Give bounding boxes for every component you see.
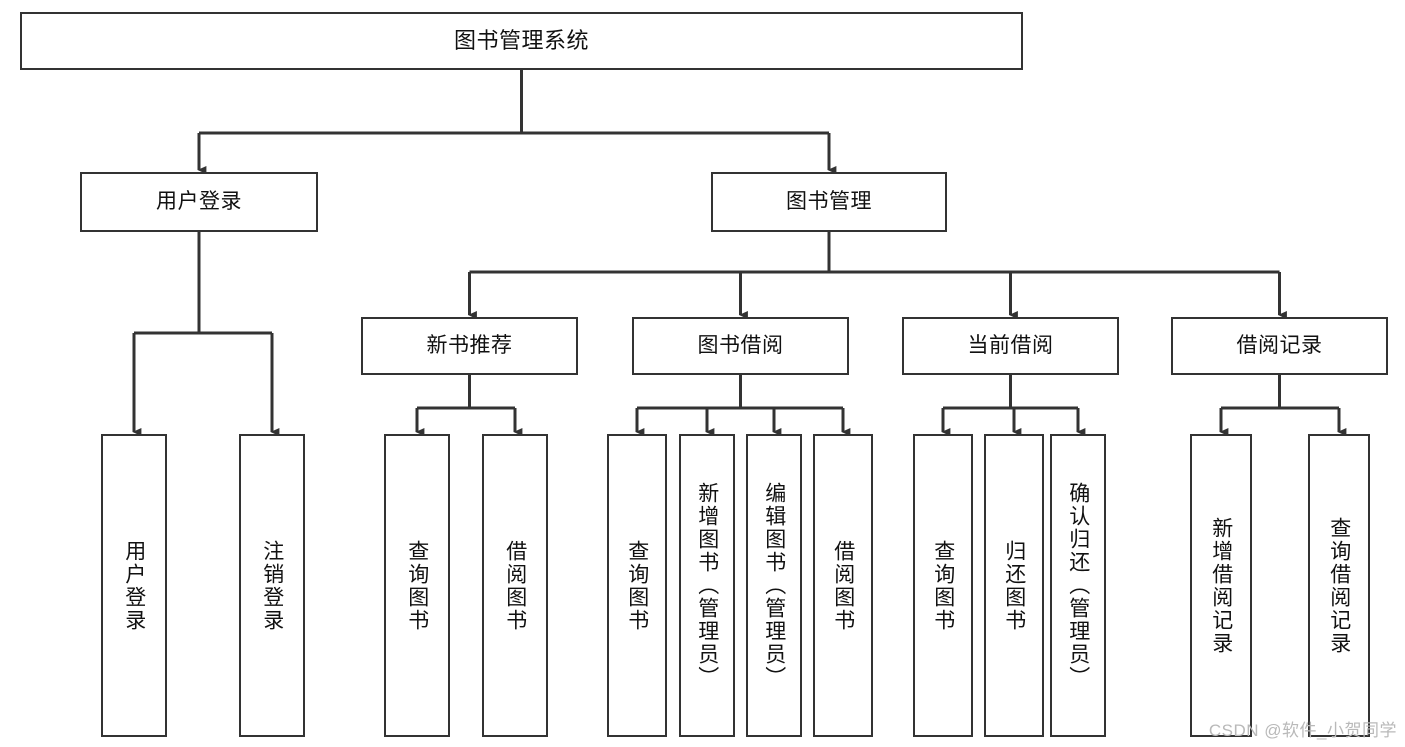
node-label: 注销登录 (260, 539, 284, 632)
node-leaf-current-2[interactable]: 归还图书 (984, 434, 1044, 737)
node-label: 归还图书 (1002, 539, 1026, 632)
node-leaf-login-2[interactable]: 注销登录 (239, 434, 305, 737)
node-leaf-records-1[interactable]: 新增借阅记录 (1190, 434, 1252, 737)
node-newbook[interactable]: 新书推荐 (361, 317, 578, 375)
node-label: 图书管理 (786, 190, 872, 214)
node-label: 新书推荐 (426, 334, 513, 358)
node-label: 确认归还（管理员） (1066, 482, 1090, 689)
node-leaf-borrow-1[interactable]: 查询图书 (607, 434, 667, 737)
node-current[interactable]: 当前借阅 (902, 317, 1119, 375)
node-label: 新增借阅记录 (1209, 516, 1233, 655)
node-leaf-current-1[interactable]: 查询图书 (913, 434, 973, 737)
node-leaf-newbook-1[interactable]: 查询图书 (384, 434, 450, 737)
node-label: 新增图书（管理员） (695, 482, 719, 689)
node-label: 查询图书 (931, 539, 955, 632)
node-leaf-borrow-2[interactable]: 新增图书（管理员） (679, 434, 735, 737)
node-label: 借阅图书 (503, 539, 527, 632)
node-leaf-newbook-2[interactable]: 借阅图书 (482, 434, 548, 737)
node-leaf-borrow-4[interactable]: 借阅图书 (813, 434, 873, 737)
node-label: 查询借阅记录 (1327, 516, 1351, 655)
node-records[interactable]: 借阅记录 (1171, 317, 1388, 375)
node-label: 用户登录 (122, 539, 146, 632)
node-label: 查询图书 (625, 539, 649, 632)
node-label: 用户登录 (156, 190, 242, 214)
node-label: 图书管理系统 (453, 27, 589, 53)
node-label: 借阅记录 (1236, 334, 1323, 358)
connector-lines (132, 70, 1347, 436)
node-label: 当前借阅 (967, 334, 1054, 358)
watermark: CSDN @软件_小贺同学 (1208, 721, 1397, 740)
node-leaf-current-3[interactable]: 确认归还（管理员） (1050, 434, 1106, 737)
node-root[interactable]: 图书管理系统 (20, 12, 1023, 70)
node-bookmgmt[interactable]: 图书管理 (711, 172, 947, 232)
node-label: 图书借阅 (697, 334, 784, 358)
node-leaf-borrow-3[interactable]: 编辑图书（管理员） (746, 434, 802, 737)
node-login[interactable]: 用户登录 (80, 172, 318, 232)
node-label: 借阅图书 (831, 539, 855, 632)
node-leaf-records-2[interactable]: 查询借阅记录 (1308, 434, 1370, 737)
node-label: 编辑图书（管理员） (762, 482, 786, 689)
node-leaf-login-1[interactable]: 用户登录 (101, 434, 167, 737)
node-label: 查询图书 (405, 539, 429, 632)
node-borrow[interactable]: 图书借阅 (632, 317, 849, 375)
